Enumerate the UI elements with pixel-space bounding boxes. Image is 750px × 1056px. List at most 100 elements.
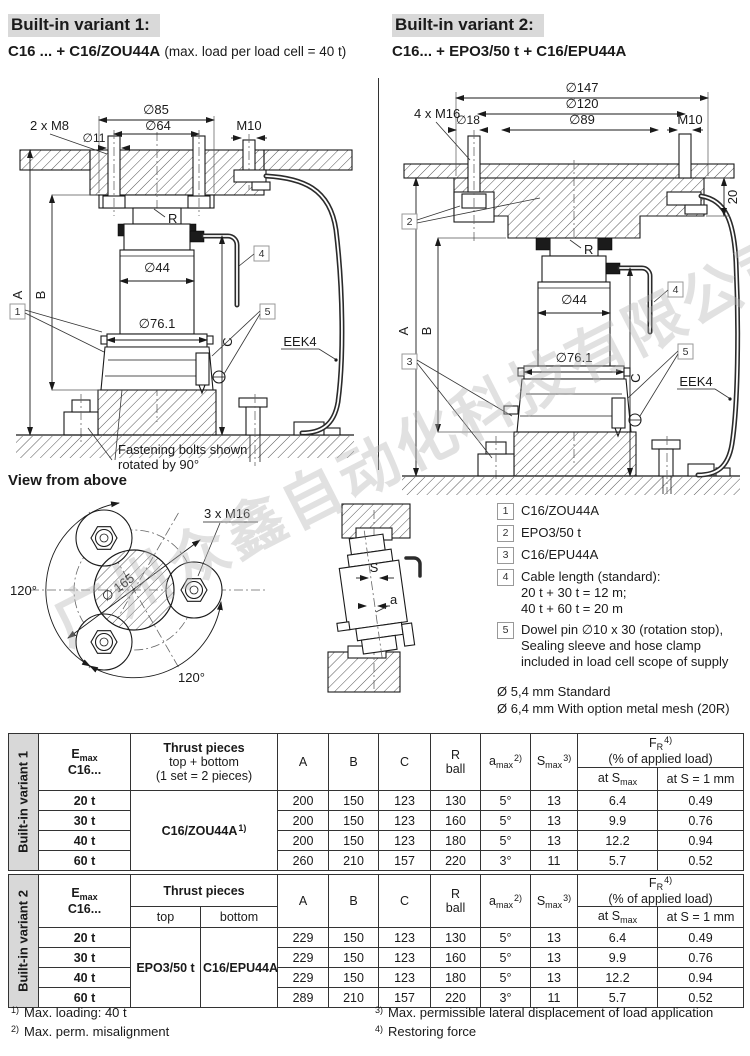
cable-stub [404, 556, 422, 578]
legend-text-5c: included in load cell scope of supply [521, 654, 729, 669]
variant2-drawing: ∅147 ∅120 ∅89 ∅18 4 x M16 M10 20 R ∅44 ∅… [396, 80, 741, 495]
dim-B: B [33, 291, 48, 300]
ref-markers: 1 4 5 [9, 245, 276, 375]
top-view-drawing: 120° 120° ∅ 165 3 x M16 [10, 501, 268, 685]
dowel-pin [401, 622, 416, 647]
fastening-note: Fastening bolts shown rotated by 90° [87, 389, 247, 472]
table1-header-C: C [378, 733, 432, 791]
s-label: S [370, 560, 379, 575]
dim-d44: ∅44 [561, 292, 587, 307]
cable-diameter-notes: Ø 5,4 mm Standard Ø 6,4 mm With option m… [497, 683, 749, 717]
dim-d64: ∅64 [145, 118, 171, 133]
dim-A: A [396, 326, 411, 335]
footnote-3: 3)Max. permissible lateral displacement … [375, 1005, 714, 1020]
table2-variant-label: Built-in variant 2 [8, 873, 39, 1009]
variant2-title: Built-in variant 2: [392, 14, 544, 37]
ceiling-slab [19, 149, 353, 196]
lower-flange [106, 333, 208, 348]
ceiling-and-plate [403, 130, 735, 242]
cables [617, 193, 741, 478]
ground-hatch [16, 436, 354, 458]
dimensions: ∅147 ∅120 ∅89 ∅18 4 x M16 M10 20 R ∅44 ∅… [396, 80, 740, 477]
eek4-label: EEK4 [679, 374, 712, 389]
foundation [402, 431, 740, 495]
table2-header-fr: FR4) (% of applied load) [576, 873, 745, 908]
variant1-subtitle-model: C16 ... + C16/ZOU44A [8, 43, 161, 60]
dim-d89: ∅89 [569, 112, 595, 127]
legend-item-3: 3 C16/EPU44A [497, 547, 749, 564]
table1-header-at-smax: at Smax [577, 767, 659, 791]
legend-item-1: 1 C16/ZOU44A [497, 503, 749, 520]
table2-header-at-s1mm: at S = 1 mm [656, 906, 745, 929]
legend-text-5b: Sealing sleeve and hose clamp [521, 638, 701, 653]
table1-container: Built-in variant 1 Emax C16... Thrust pi… [8, 733, 745, 871]
angle-bottom-label: 120° [178, 670, 205, 685]
dim-d18: ∅18 [456, 113, 480, 127]
table2-header-at-smax: at Smax [577, 906, 658, 929]
legend-num-5: 5 [497, 622, 514, 639]
footnote-1: 1)Max. loading: 40 t [11, 1005, 127, 1020]
footnotes-left: 1)Max. loading: 40 t 2)Max. perm. misali… [10, 1002, 169, 1040]
variant1-table: Built-in variant 1 Emax C16... Thrust pi… [8, 733, 745, 871]
legend-num-3: 3 [497, 547, 514, 564]
label-r: R [584, 242, 593, 257]
dim-d44: ∅44 [144, 260, 170, 275]
eek4-label-group: EEK4 [677, 374, 732, 401]
ref-1: 1 [15, 306, 21, 318]
ground-hatch [402, 477, 740, 495]
variant2-header: Built-in variant 2: C16... + EPO3/50 t +… [392, 14, 626, 60]
table2-header-thrust: Thrust pieces [130, 873, 278, 908]
table2-thrust-top-value: EPO3/50 t [130, 927, 201, 1009]
legend-text-2: EPO3/50 t [521, 525, 581, 540]
foundation [16, 389, 354, 466]
variant1-subtitle-note: (max. load per load cell = 40 t) [164, 44, 347, 59]
legend-text-5a: Dowel pin ∅10 x 30 (rotation stop), [521, 622, 724, 637]
legend-text-4a: Cable length (standard): [521, 569, 661, 584]
eek4-label-group: EEK4 [281, 334, 338, 362]
dim-20: 20 [725, 190, 740, 204]
legend-item-4: 4 Cable length (standard): 20 t + 30 t =… [497, 569, 749, 617]
variant1-header: Built-in variant 1: C16 ... + C16/ZOU44A… [8, 14, 346, 60]
legend: 1 C16/ZOU44A 2 EPO3/50 t 3 C16/EPU44A 4 … [497, 503, 749, 717]
footnote-2: 2)Max. perm. misalignment [11, 1024, 170, 1039]
dowel-pin [195, 352, 210, 386]
table2-header-C: C [378, 873, 431, 929]
ref-3: 3 [407, 356, 413, 368]
table1-header-B: B [328, 733, 380, 791]
cables [201, 173, 345, 436]
cable-exit [617, 265, 653, 335]
legend-item-5: 5 Dowel pin ∅10 x 30 (rotation stop), Se… [497, 622, 749, 670]
cable-diameter-option: Ø 6,4 mm With option metal mesh (20R) [497, 701, 730, 716]
note-line2: rotated by 90° [118, 457, 199, 472]
angle-dimensions: 120° 120° [10, 501, 223, 685]
table1-header-fr: FR4) (% of applied load) [577, 733, 745, 768]
ref-2: 2 [407, 216, 413, 228]
table1-header-A: A [277, 733, 330, 791]
dimensions: ∅85 ∅64 ∅11 2 x M8 M10 R ∅44 ∅76.1 A B C [10, 102, 267, 436]
footnotes-right: 3)Max. permissible lateral displacement … [374, 1002, 713, 1040]
table1-thrust-value: C16/ZOU44A1) [129, 790, 279, 871]
legend-text-4b: 20 t + 30 t = 12 m; [521, 585, 627, 600]
legend-item-2: 2 EPO3/50 t [497, 525, 749, 542]
column-divider [378, 78, 379, 470]
legend-text-3: C16/EPU44A [521, 547, 599, 562]
table2-header-bottom: bottom [200, 906, 278, 929]
a-label: a [390, 592, 398, 607]
dim-d147: ∅147 [565, 80, 598, 95]
angle-left-label: 120° [10, 583, 37, 598]
label-r: R [168, 211, 177, 226]
note-line1: Fastening bolts shown [118, 442, 247, 457]
variant2-subtitle: C16... + EPO3/50 t + C16/EPU44A [392, 43, 626, 60]
legend-text-4c: 40 t + 60 t = 20 m [521, 601, 623, 616]
table2-container: Built-in variant 2 Emax C16... Thrust pi… [8, 873, 745, 1009]
table1-header-at-s1mm: at S = 1 mm [657, 767, 745, 791]
table1-header-amax: amax2) [480, 733, 532, 791]
table2-header-A: A [277, 873, 329, 929]
label-4xm16: 4 x M16 [414, 106, 460, 121]
ref-5: 5 [683, 346, 689, 358]
table2-header-smax: Smax3) [530, 873, 578, 929]
